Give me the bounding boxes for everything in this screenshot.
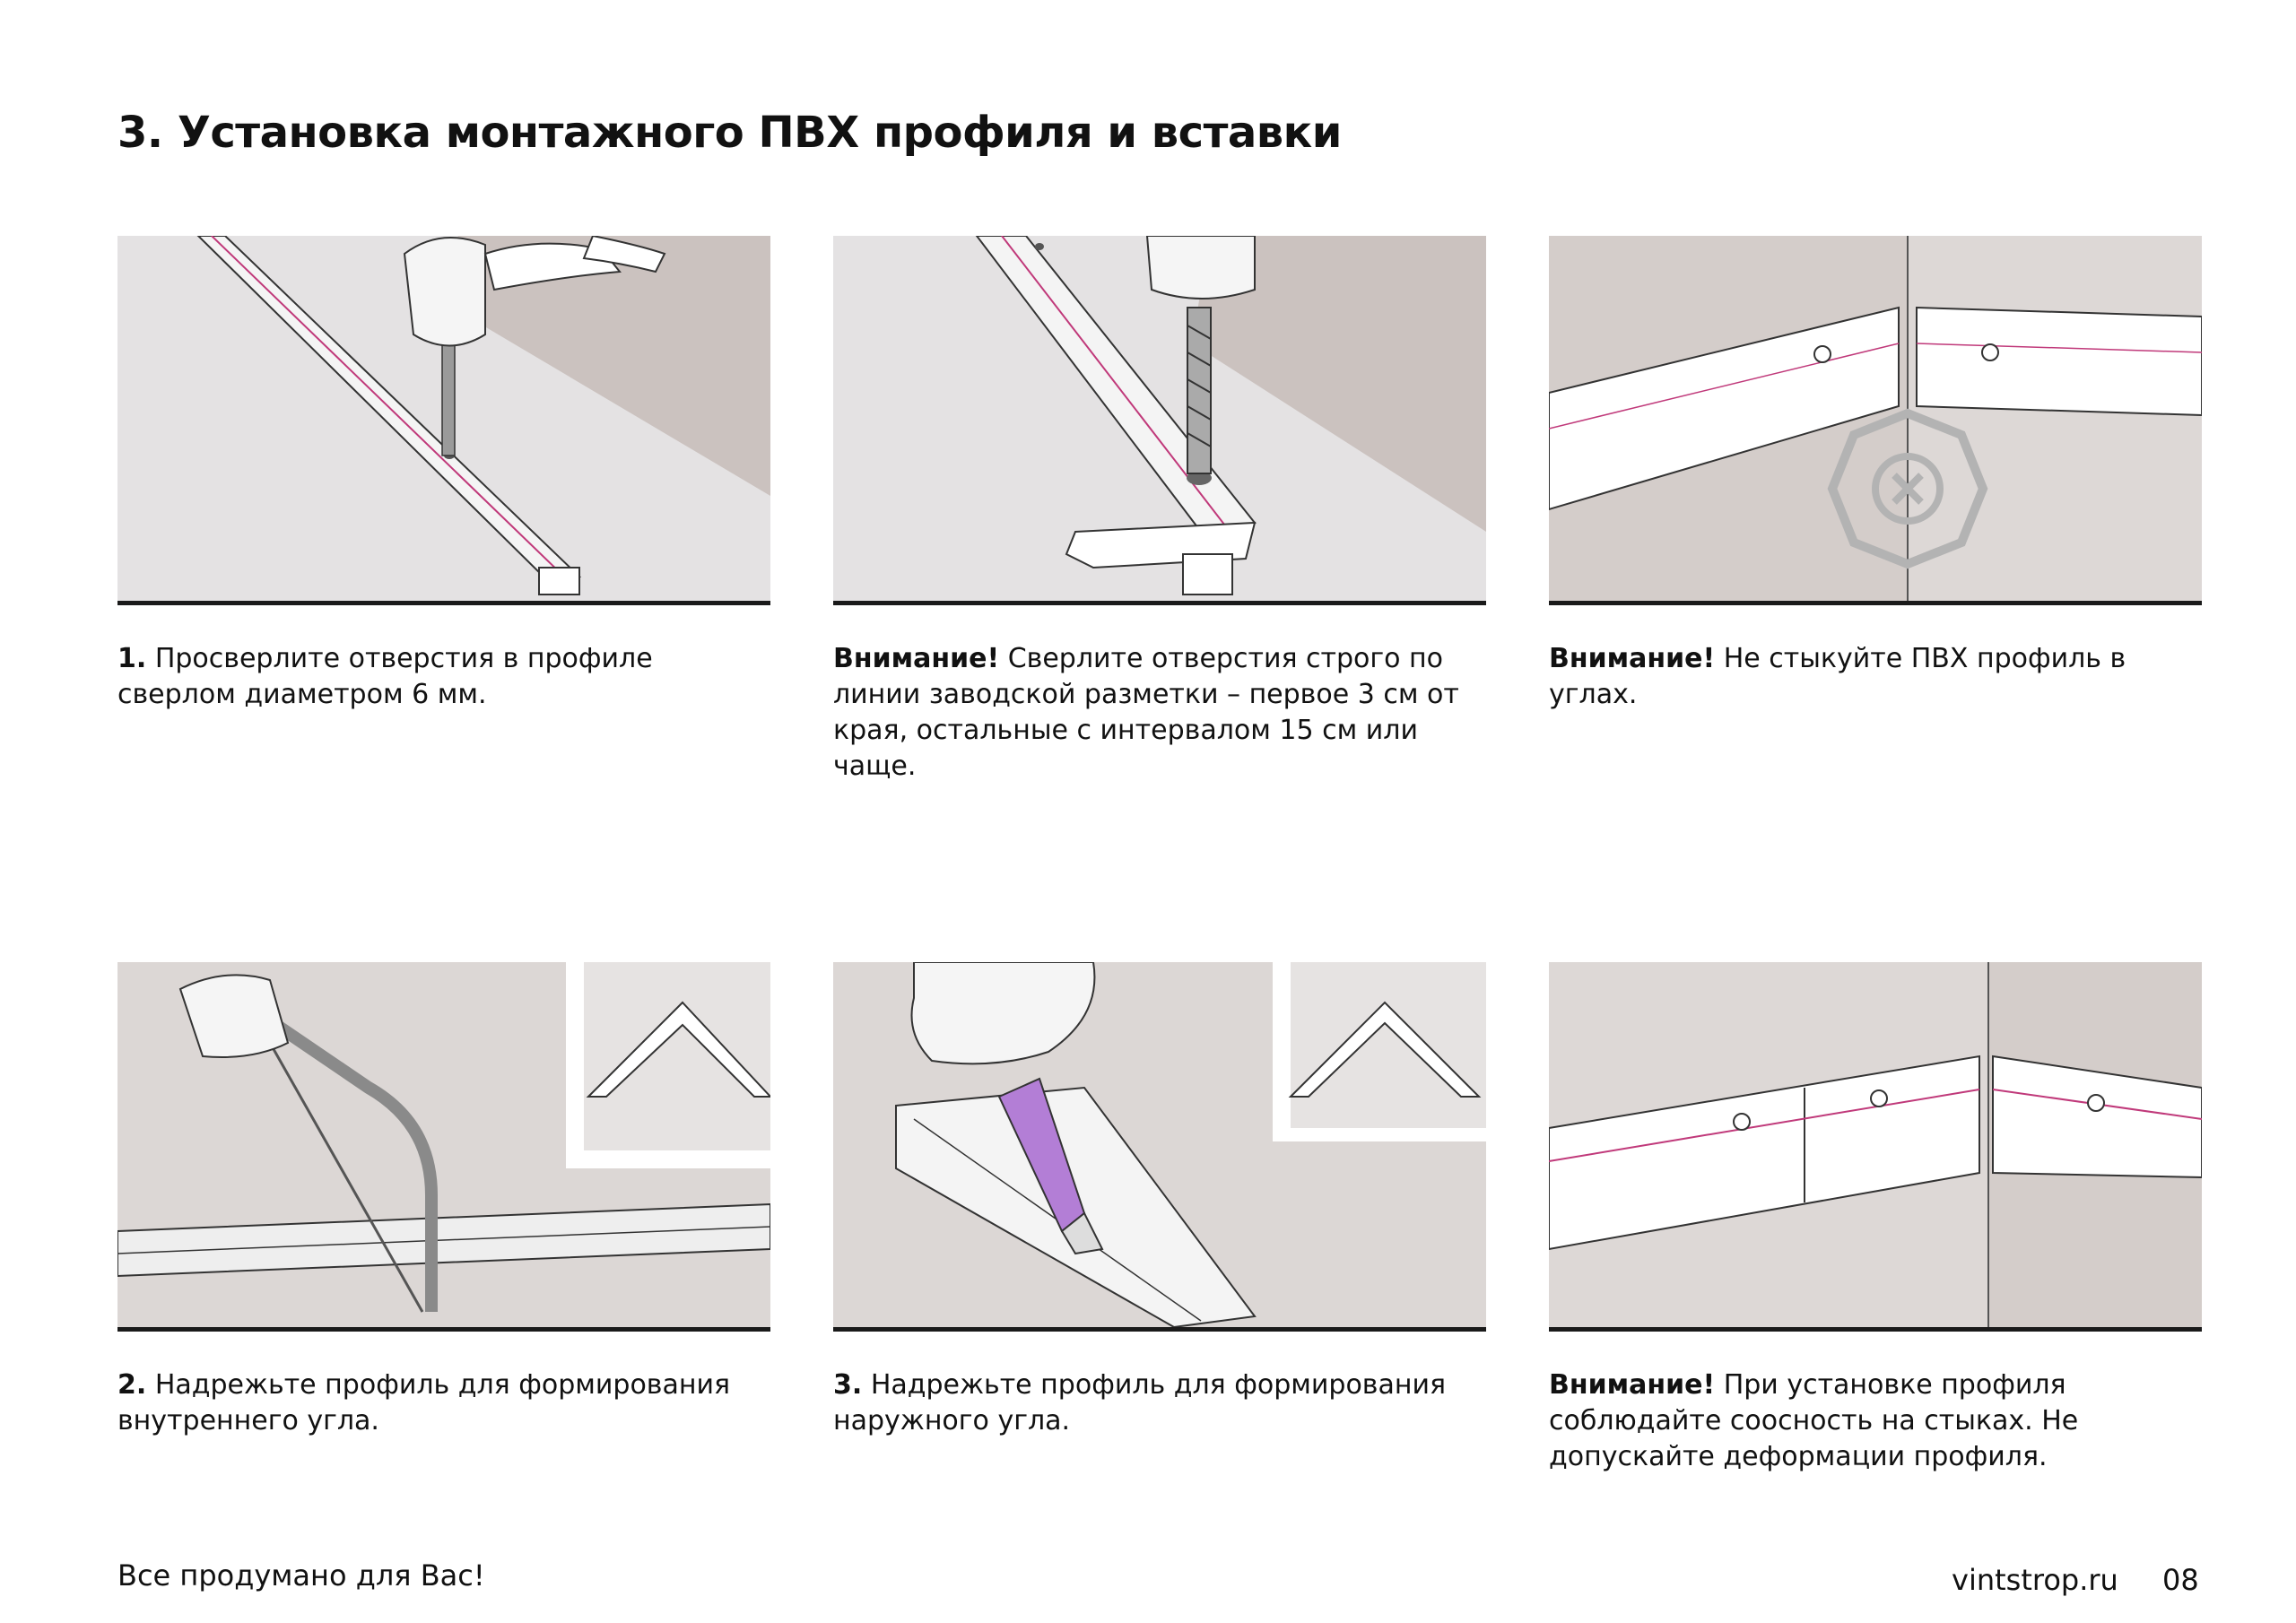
warning-alignment-text: При установке профиля соблюдайте сооснос… xyxy=(1549,1369,2079,1472)
page-number: 08 xyxy=(2162,1563,2199,1597)
page-title: 3. Установка монтажного ПВХ профиля и вс… xyxy=(117,108,1342,158)
warning-alignment-caption: Внимание! При установке профиля соблюдай… xyxy=(1549,1367,2177,1475)
corner-joint-illustration xyxy=(1549,236,2202,601)
illustration-corner-joint-forbidden xyxy=(1549,236,2202,605)
warning-corners-lead: Внимание! xyxy=(1549,643,1716,674)
warning-corners-text: Не стыкуйте ПВХ профиль в углах. xyxy=(1549,643,2126,710)
footer-website: vintstrop.ru xyxy=(1952,1563,2118,1597)
step-3-caption: 3. Надрежьте профиль для формирования на… xyxy=(833,1367,1461,1439)
warning-corners-caption: Внимание! Не стыкуйте ПВХ профиль в угла… xyxy=(1549,641,2177,713)
drilling-illustration xyxy=(117,236,770,601)
illustration-drilling-profile xyxy=(117,236,770,605)
forbidden-sign-icon xyxy=(1827,408,1988,569)
knife-illustration xyxy=(833,962,1486,1327)
drilling-closeup-illustration xyxy=(833,236,1486,601)
warning-drilling-text: Сверлите отверстия строго по линии завод… xyxy=(833,643,1459,782)
alignment-illustration xyxy=(1549,962,2202,1327)
illustration-profile-alignment xyxy=(1549,962,2202,1332)
step-1-lead: 1. xyxy=(117,643,147,674)
step-3-lead: 3. xyxy=(833,1369,863,1401)
warning-drilling-lead: Внимание! xyxy=(833,643,1000,674)
step-2-caption: 2. Надрежьте профиль для формирования вн… xyxy=(117,1367,745,1439)
illustration-drilling-marking xyxy=(833,236,1486,605)
step-2-lead: 2. xyxy=(117,1369,147,1401)
footer-slogan: Все продумано для Вас! xyxy=(117,1558,485,1593)
step-1-text: Просверлите отверстия в профиле сверлом … xyxy=(117,643,653,710)
step-2-text: Надрежьте профиль для формирования внутр… xyxy=(117,1369,731,1436)
saw-illustration xyxy=(117,962,770,1327)
warning-drilling-caption: Внимание! Сверлите отверстия строго по л… xyxy=(833,641,1461,785)
warning-alignment-lead: Внимание! xyxy=(1549,1369,1716,1401)
step-3-text: Надрежьте профиль для формирования наруж… xyxy=(833,1369,1447,1436)
illustration-saw-inner-corner xyxy=(117,962,770,1332)
step-1-caption: 1. Просверлите отверстия в профиле сверл… xyxy=(117,641,745,713)
illustration-knife-outer-corner xyxy=(833,962,1486,1332)
